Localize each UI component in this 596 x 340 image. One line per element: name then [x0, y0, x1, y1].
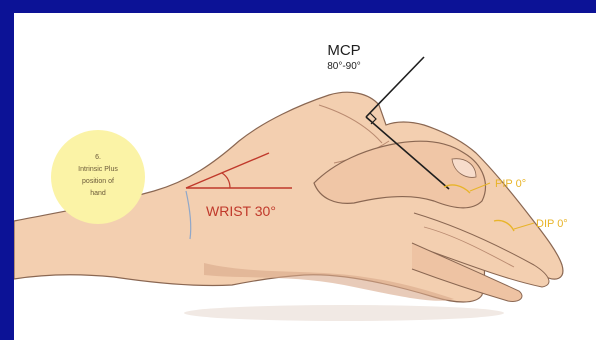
- illustration-panel: 6. Intrinsic Plus position of hand MCP 8…: [14, 13, 596, 340]
- wrist-label: WRIST 30°: [206, 203, 276, 219]
- dip-label: DIP 0°: [536, 218, 568, 230]
- badge-line: Intrinsic Plus: [78, 166, 118, 173]
- hand-diagram: 6. Intrinsic Plus position of hand MCP 8…: [14, 13, 596, 340]
- mcp-label: MCP: [327, 42, 360, 59]
- mcp-axis-line: [366, 57, 424, 117]
- badge-line: hand: [90, 190, 106, 197]
- floor-shadow: [184, 305, 504, 321]
- info-badge: [51, 130, 145, 224]
- mcp-angle-label: 80°-90°: [327, 61, 361, 72]
- badge-line: position of: [82, 178, 114, 185]
- pip-label: PIP 0°: [495, 178, 526, 190]
- badge-number: 6.: [95, 154, 101, 161]
